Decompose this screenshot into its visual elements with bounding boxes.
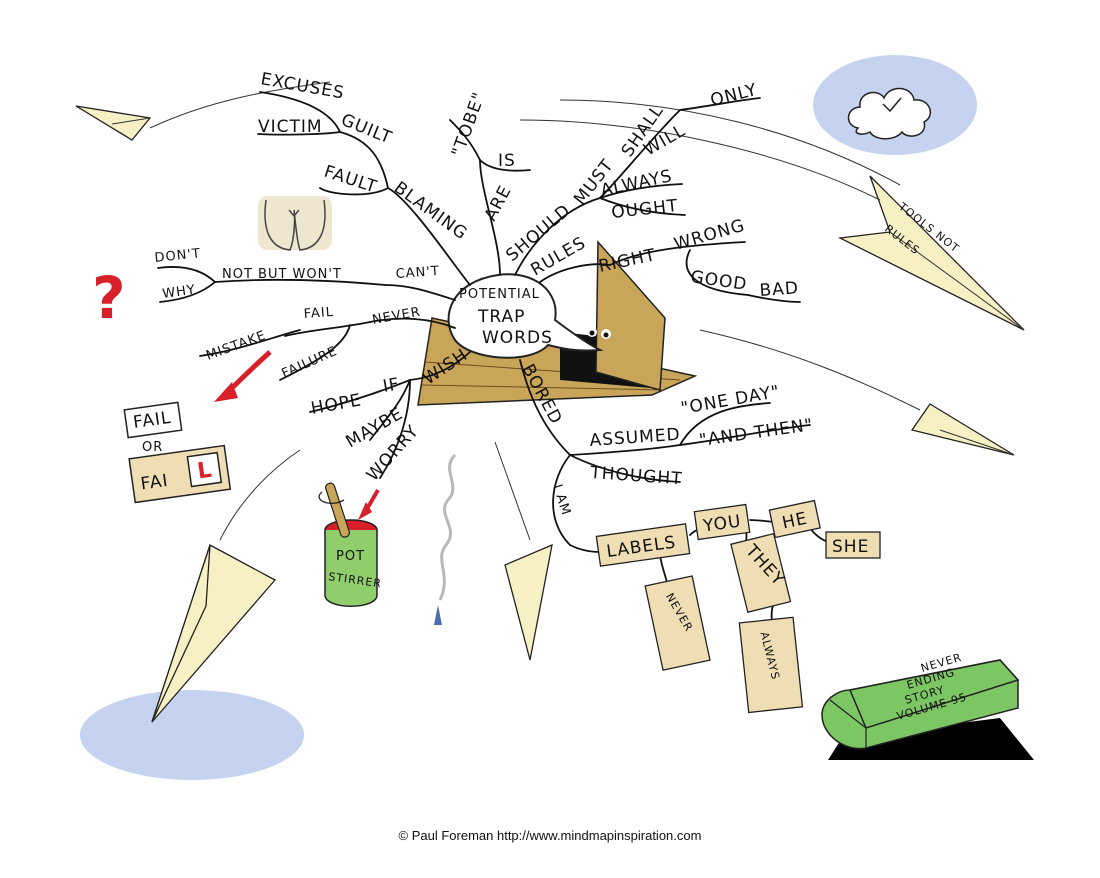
question-mark-icon: ? (92, 264, 126, 332)
word-never: NEVER (371, 305, 422, 328)
copyright-credit: © Paul Foreman http://www.mindmapinspira… (398, 828, 702, 843)
word-failure: FAILURE (280, 344, 340, 382)
central-topic-line2: TRAP (477, 307, 525, 327)
word-good: GOOD (689, 267, 748, 295)
paper-plane-bottom-left-icon (151, 449, 301, 723)
word-ought: OUGHT (610, 196, 679, 223)
central-topic: POTENTIAL TRAP WORDS (447, 273, 604, 359)
branch-lines (157, 91, 831, 626)
paper-plane-bottom-center-icon (494, 441, 553, 661)
ground-ellipse (80, 690, 304, 780)
word-victim: VICTIM (258, 117, 323, 137)
word-excuses: EXCUSES (259, 69, 346, 103)
tag-she: SHE (832, 537, 869, 557)
word-right: RIGHT (597, 245, 658, 277)
word-cant: CAN'T (395, 264, 440, 282)
word-blaming: BLAMING (390, 178, 471, 245)
word-wrong: WRONG (672, 215, 748, 254)
word-fail: FAIL (303, 305, 334, 322)
paper-plane-motion-lines (519, 99, 921, 411)
word-and-then: "AND THEN" (698, 415, 815, 451)
paper-plane-mid-right-icon (910, 403, 1015, 456)
word-is: IS (498, 151, 516, 171)
paper-plane-right-icon: TOOLS NOT RULES (837, 175, 1025, 331)
word-thought: THOUGHT (589, 463, 684, 489)
central-topic-line1: POTENTIAL (459, 287, 540, 302)
word-not-but-wont: NOT BUT WON'T (222, 267, 342, 282)
eyes-in-dark-icon (587, 327, 611, 339)
central-topic-line3: WORDS (482, 328, 553, 348)
word-guilt: GUILT (338, 110, 395, 148)
book-illustration: NEVER ENDING STORY VOLUME 95 (821, 651, 1034, 760)
red-arrow-icon (214, 350, 272, 402)
word-bad: BAD (759, 278, 800, 301)
pot-stirrer-illustration: POT STIRRER (318, 482, 383, 607)
word-if: IF (381, 374, 401, 397)
sign-fail-bottom: FAI (139, 471, 169, 495)
label-tags: LABELS YOU HE SHE THEY NEVER ALWAYS (595, 499, 881, 714)
pot-label-line1: POT (336, 549, 365, 564)
word-dont: DON'T (154, 246, 202, 266)
fail-or-fail-sign: FAIL OR FAI L (123, 401, 232, 504)
bottom-icon (258, 196, 332, 251)
word-only: ONLY (708, 80, 759, 111)
smoke-trail (434, 453, 457, 625)
word-are: ARE (481, 182, 516, 224)
l-plate-icon: L (196, 458, 213, 485)
word-mistake: MISTAKE (204, 328, 268, 364)
word-why: WHY (161, 282, 196, 302)
word-one-day: "ONE DAY" (679, 382, 781, 419)
paper-plane-top-left-icon (75, 81, 331, 141)
cloud-icon (847, 87, 932, 140)
word-hope: HOPE (309, 390, 363, 419)
sign-or: OR (142, 440, 163, 455)
